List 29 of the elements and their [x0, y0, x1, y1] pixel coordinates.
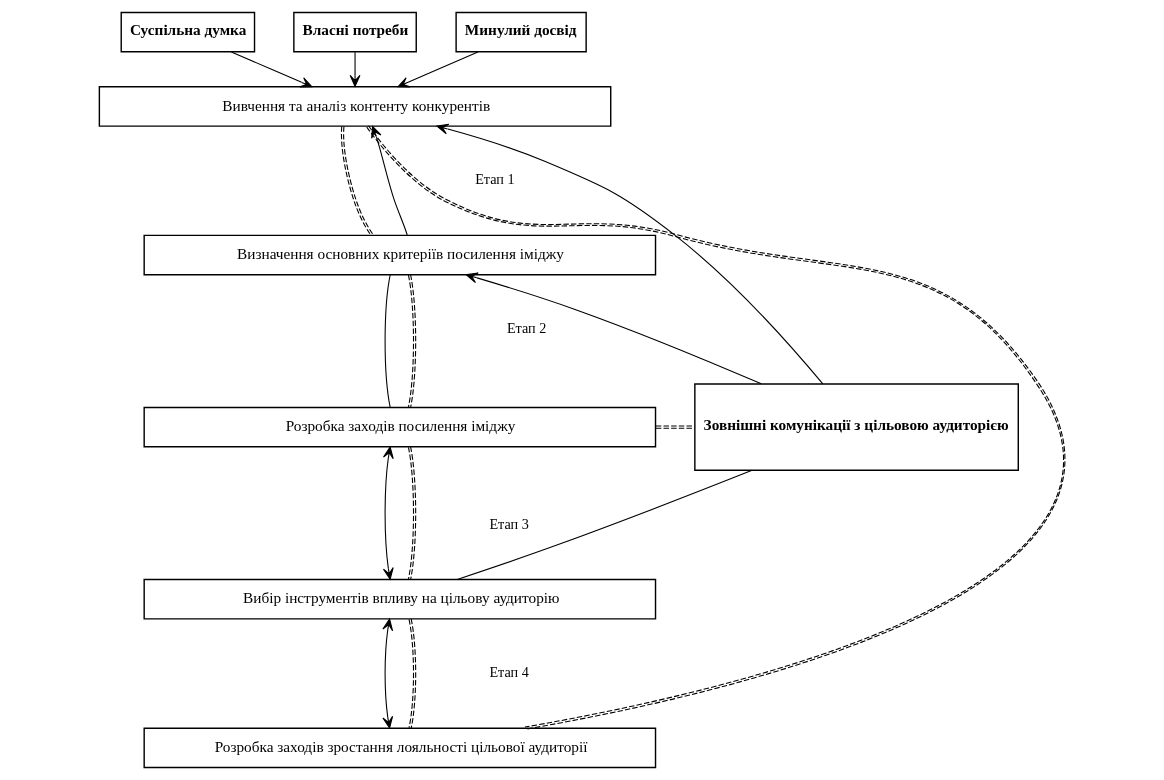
node-box: Вивчення та аналіз контенту конкурентів	[98, 86, 612, 127]
connector	[456, 469, 753, 580]
connector	[366, 125, 1064, 730]
node-box: Розробка заходів зростання лояльності цільової аудиторії	[143, 727, 657, 769]
arrow	[382, 446, 394, 580]
arrow	[349, 51, 361, 87]
connector	[340, 125, 374, 237]
node-box: Вибір інструментів впливу на цільову аудиторію	[143, 578, 657, 620]
arrow	[230, 51, 313, 88]
node-box: Зовнішні комунікації з цільовою аудиторією	[694, 383, 1019, 471]
connector	[408, 618, 417, 729]
arrow	[465, 272, 762, 385]
connector	[384, 274, 391, 408]
label: Етап 1	[475, 171, 515, 188]
connector	[407, 274, 417, 408]
arrow	[397, 51, 479, 88]
arrow	[382, 618, 394, 729]
arrow	[436, 123, 824, 385]
connector	[407, 446, 417, 580]
node-box: Минулий досвід	[455, 11, 587, 53]
arrow	[371, 125, 408, 236]
node-box: Власні потреби	[293, 11, 417, 53]
node-box: Визначення основних критеріїв посилення іміджу	[143, 234, 657, 276]
connector	[655, 425, 696, 429]
node-box: Суспільна думка	[120, 11, 256, 53]
label: Етап 4	[489, 664, 529, 681]
label: Етап 3	[489, 515, 529, 532]
label: Етап 2	[506, 320, 547, 337]
node-box: Розробка заходів посилення іміджу	[143, 406, 657, 448]
